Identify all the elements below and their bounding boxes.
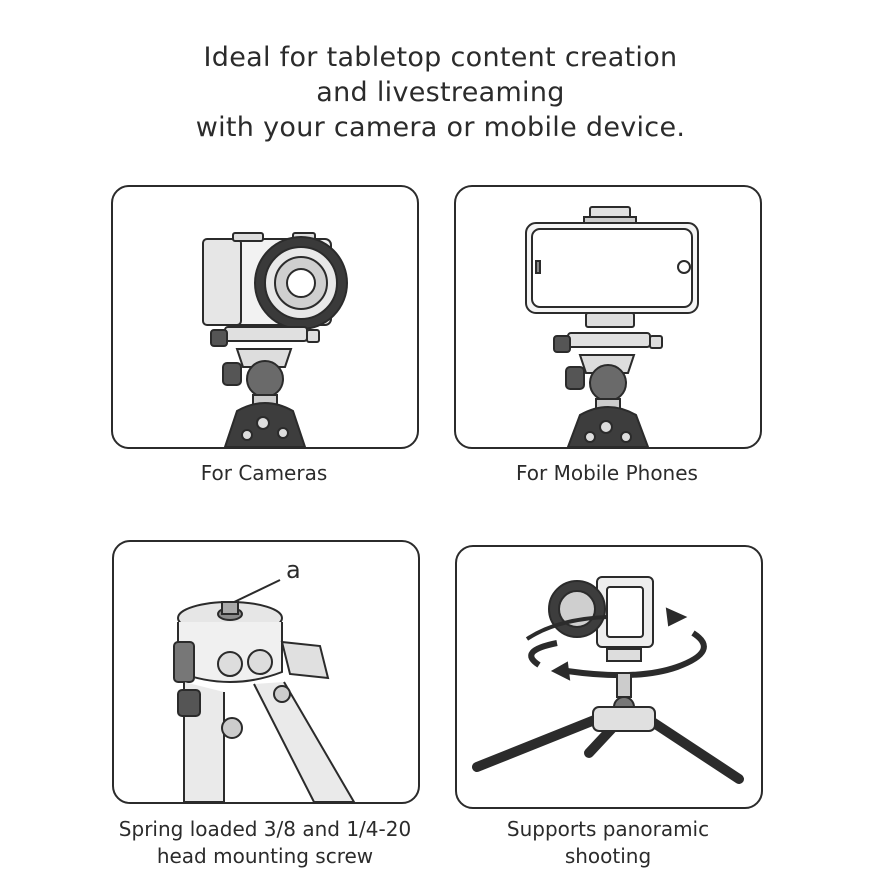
panel-mounting-screw: a: [112, 540, 420, 804]
panoramic-rotation-icon: [472, 576, 744, 784]
callout-label-a: a: [286, 556, 301, 584]
caption-cameras: For Cameras: [200, 461, 328, 485]
headline-line-1: Ideal for tabletop content creation: [203, 42, 678, 73]
headline-line-2: and livestreaming: [316, 77, 565, 108]
camera-on-tripod-icon: [202, 232, 348, 447]
caption-panoramic: Supports panoramic shooting: [506, 817, 710, 868]
headline-line-3: with your camera or mobile device.: [195, 112, 686, 143]
mounting-screw-icon: a: [173, 556, 356, 802]
panel-cameras: [111, 185, 419, 449]
caption-mounting-screw: Spring loaded 3/8 and 1/4-20 head mounti…: [118, 817, 412, 868]
caption-mobile-phones: For Mobile Phones: [516, 461, 698, 485]
panel-mobile-phones: [454, 185, 762, 449]
headline: Ideal for tabletop content creation and …: [0, 40, 881, 145]
phone-on-tripod-icon: [525, 206, 699, 447]
panel-panoramic: [455, 545, 763, 809]
